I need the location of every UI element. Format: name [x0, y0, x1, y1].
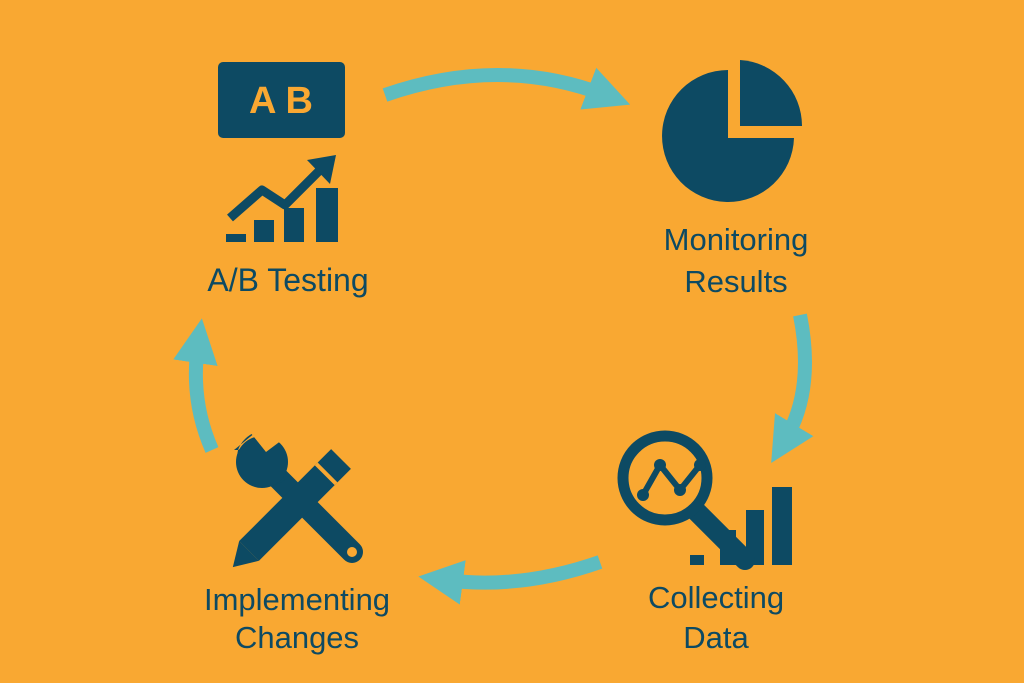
label-ab-testing: A/B Testing [207, 262, 369, 298]
ab-letters: A B [249, 80, 313, 122]
pie-chart-icon [662, 60, 803, 202]
arrow-monitoring-to-collecting [771, 313, 814, 464]
label-monitoring: Monitoring [663, 222, 809, 257]
label-results: Results [684, 264, 788, 299]
ab-chart-icon: A B [218, 62, 345, 242]
arrow-testing-to-monitoring [382, 67, 631, 110]
magnifier-chart-icon [617, 430, 792, 570]
arrow-collecting-to-implementing [418, 555, 603, 605]
label-changes: Changes [234, 620, 360, 655]
label-data: Data [683, 620, 749, 655]
arrow-implementing-to-testing [173, 318, 219, 453]
label-implementing: Implementing [203, 582, 391, 617]
label-collecting: Collecting [647, 580, 785, 615]
wrench-pencil-icon [232, 430, 363, 568]
